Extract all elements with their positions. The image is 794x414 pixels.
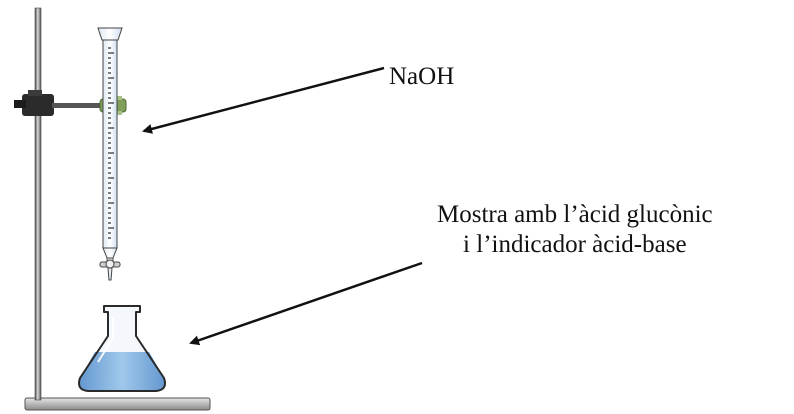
sample-label-line-1: Mostra amb l’àcid glucònic (437, 201, 713, 228)
burette-graduation-marks (108, 47, 114, 239)
titrant-label: NaOH (389, 63, 455, 90)
sample-label: Mostra amb l’àcid glucònic i l’indicador… (437, 200, 713, 260)
arrow-to-flask (189, 261, 423, 346)
burette (97, 27, 123, 281)
stand-base (24, 397, 211, 411)
arrow-to-burette (142, 66, 385, 134)
clamp-holder (14, 90, 54, 116)
stand-rod (34, 7, 42, 401)
sample-label-line-2: i l’indicador àcid-base (463, 231, 687, 258)
erlenmeyer-flask (78, 305, 166, 392)
